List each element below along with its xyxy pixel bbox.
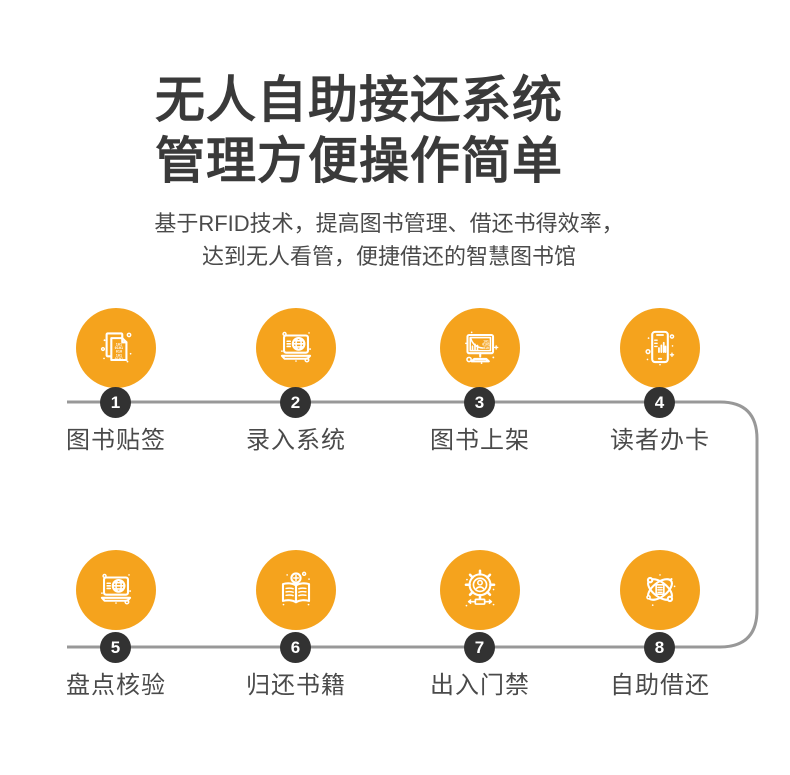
step-number-badge: 8 (644, 632, 675, 663)
step-number: 7 (474, 638, 485, 657)
step-3: 101 0101 010 3 图书上架 (400, 308, 560, 458)
step-number-badge: 7 (464, 632, 495, 663)
step-1: 101 0101 010 101 0101 1 图书贴签 (36, 308, 196, 458)
monitor-chart-icon: 101 0101 010 (440, 308, 520, 388)
gear-person-icon (440, 550, 520, 630)
laptop-globe-icon (256, 308, 336, 388)
svg-text:0101: 0101 (482, 343, 490, 347)
subtitle-line-2: 达到无人看管，便捷借还的智慧图书馆 (201, 244, 576, 269)
step-number: 8 (654, 638, 665, 657)
step-label: 图书贴签 (66, 427, 166, 454)
step-number-badge: 3 (464, 387, 495, 418)
step-number: 5 (110, 638, 121, 657)
page-title-line-1: 无人自助接还系统 (155, 72, 563, 128)
subtitle-line-1: 基于RFID技术，提高图书管理、借还书得效率， (154, 211, 624, 236)
svg-text:101: 101 (116, 342, 122, 346)
step-5: 5 盘点核验 (36, 550, 196, 700)
svg-text:101: 101 (116, 353, 122, 357)
svg-text:010: 010 (483, 346, 489, 350)
page-title: 无人自助接还系统 管理方便操作简单 (0, 70, 754, 192)
step-6: 6 归还书籍 (216, 550, 376, 700)
step-number: 6 (290, 638, 301, 657)
laptop-globe-icon (76, 550, 156, 630)
step-8: 8 自助借还 (580, 550, 740, 700)
step-label: 盘点核验 (66, 672, 166, 699)
atom-network-icon (620, 550, 700, 630)
step-number: 2 (290, 393, 301, 412)
subtitle: 基于RFID技术，提高图书管理、借还书得效率， 达到无人看管，便捷借还的智慧图书… (0, 207, 784, 273)
step-7: 7 出入门禁 (400, 550, 560, 700)
step-label: 录入系统 (246, 427, 346, 454)
step-number-badge: 6 (280, 632, 311, 663)
step-number: 3 (474, 393, 485, 412)
step-4: 4 读者办卡 (580, 308, 740, 458)
step-label: 归还书籍 (246, 672, 346, 699)
svg-text:0101: 0101 (115, 346, 124, 350)
step-label: 图书上架 (430, 427, 530, 454)
step-number-badge: 5 (100, 632, 131, 663)
step-number: 1 (110, 393, 121, 412)
step-2: 2 录入系统 (216, 308, 376, 458)
phone-chart-icon (620, 308, 700, 388)
step-label: 出入门禁 (430, 672, 530, 699)
page-title-line-2: 管理方便操作简单 (155, 133, 563, 189)
step-number-badge: 1 (100, 387, 131, 418)
step-label: 读者办卡 (610, 427, 710, 454)
step-number-badge: 4 (644, 387, 675, 418)
binary-document-icon: 101 0101 010 101 0101 (76, 308, 156, 388)
step-label: 自助借还 (610, 672, 710, 699)
title-block: 无人自助接还系统 管理方便操作简单 基于RFID技术，提高图书管理、借还书得效率… (0, 70, 790, 273)
svg-text:101: 101 (483, 339, 489, 343)
svg-text:010: 010 (116, 350, 122, 354)
step-number: 4 (654, 393, 665, 412)
book-bulb-icon (256, 550, 336, 630)
step-number-badge: 2 (280, 387, 311, 418)
svg-text:0101: 0101 (115, 357, 124, 361)
